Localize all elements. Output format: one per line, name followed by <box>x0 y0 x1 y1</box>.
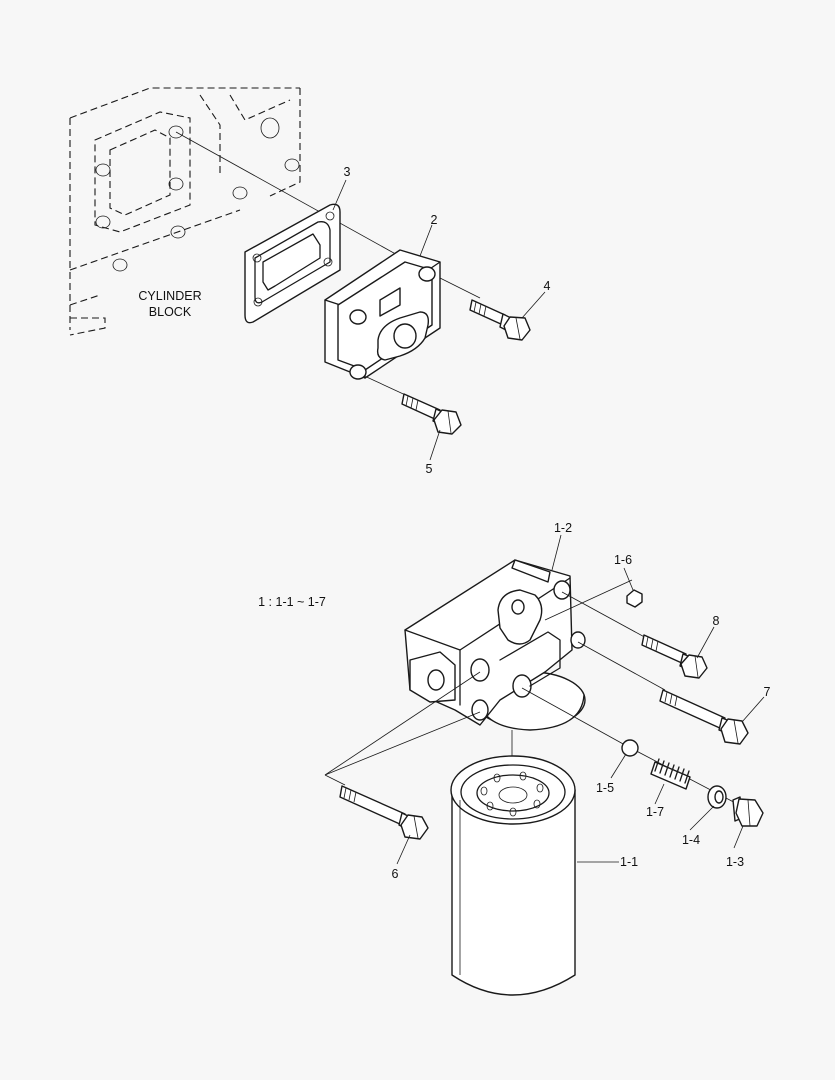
label-part-1-6: 1-6 <box>614 553 632 567</box>
cylinder-block-label-line1: CYLINDER <box>138 289 201 303</box>
adapter-plate-part-2 <box>324 249 441 380</box>
ball-part-1-5 <box>621 739 639 757</box>
plug-part-1-6 <box>626 589 643 608</box>
alignment-line-bolt-8 <box>561 591 651 641</box>
alignment-line-bolt-6c <box>324 774 346 786</box>
spring-part-1-7 <box>650 758 691 790</box>
cylinder-block-label-line2: BLOCK <box>149 305 192 319</box>
alignment-line-bolt-7 <box>577 641 666 691</box>
label-part-1-1: 1-1 <box>620 855 638 869</box>
label-part-8: 8 <box>713 614 720 628</box>
label-part-3: 3 <box>344 165 351 179</box>
alignment-line-upper <box>175 131 429 273</box>
label-part-1-4: 1-4 <box>682 833 700 847</box>
alignment-line-plug-1-6 <box>544 579 633 621</box>
washer-part-1-4 <box>707 785 727 809</box>
label-part-1-7: 1-7 <box>646 805 664 819</box>
label-part-7: 7 <box>764 685 771 699</box>
plug-part-1-3 <box>732 796 764 827</box>
leader-lines <box>332 179 765 865</box>
bolt-part-4 <box>469 299 531 341</box>
label-part-1-2: 1-2 <box>554 521 572 535</box>
label-part-6: 6 <box>392 867 399 881</box>
bolt-part-5 <box>401 393 462 435</box>
label-part-2: 2 <box>431 213 438 227</box>
bolt-part-6 <box>339 785 429 840</box>
bolt-part-7 <box>659 689 749 745</box>
alignment-line-valve <box>521 687 626 746</box>
alignment-line-bolt-6b <box>324 711 481 776</box>
bolt-part-8 <box>641 634 708 679</box>
label-part-5: 5 <box>426 462 433 476</box>
label-part-1-3: 1-3 <box>726 855 744 869</box>
oil-filter-part-1-1 <box>450 755 576 996</box>
gasket-part-3 <box>244 203 341 324</box>
cylinder-block-outline <box>69 87 301 336</box>
alignment-line-bolt-6a <box>324 671 481 776</box>
filter-head-part-1-2 <box>404 559 586 731</box>
assembly-note: 1 : 1-1 ~ 1-7 <box>258 595 326 609</box>
label-part-1-5: 1-5 <box>596 781 614 795</box>
label-part-4: 4 <box>544 279 551 293</box>
